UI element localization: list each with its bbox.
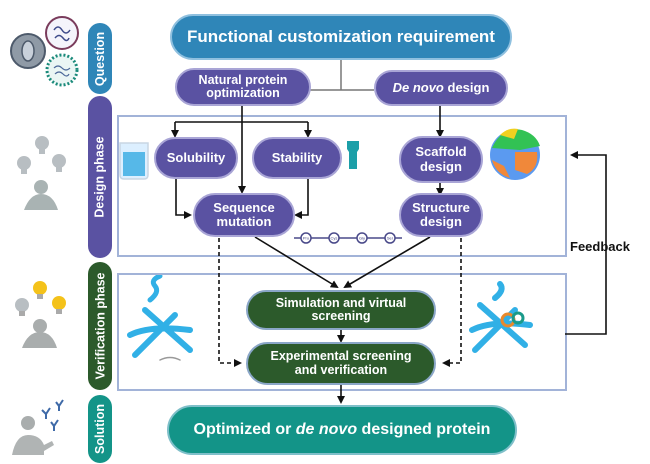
amino-acid-label: Pro	[303, 236, 310, 241]
arrow-structure-to-simulation	[343, 236, 431, 289]
node-natural-protein-optimization: Natural protein optimization	[175, 68, 311, 106]
node-text: mutation	[216, 214, 272, 229]
phase-label-solution: Solution	[88, 395, 112, 463]
design-phase-panel	[117, 115, 567, 257]
node-text: Sequence	[213, 199, 275, 215]
node-experimental-screening-verification: Experimental screening and verification	[246, 342, 436, 385]
amino-acid-gly	[356, 232, 368, 244]
node-text: design	[420, 158, 462, 174]
amino-acid-cys	[328, 232, 340, 244]
node-text: Stability	[271, 149, 323, 165]
amino-acid-ser	[384, 232, 396, 244]
node-text: Structure	[412, 199, 470, 215]
node-text: Functional customization requirement	[187, 26, 495, 46]
protein-ribbon-icon	[127, 273, 193, 361]
node-text: optimization	[206, 86, 280, 100]
node-text-italic: De novo	[392, 79, 444, 95]
phase-label-question: Question	[88, 23, 112, 94]
node-text: Scaffold	[415, 144, 467, 160]
node-text-italic: de novo	[295, 421, 358, 439]
tube-icon	[347, 141, 359, 169]
thinking-person-icon	[17, 136, 66, 210]
dashed-arrow-structure-to-experimental	[442, 238, 462, 367]
arrow-sequence-to-simulation	[254, 236, 339, 289]
amino-acid-chain: Pro Cys Gly Ser	[294, 232, 402, 244]
beaker-icon	[119, 142, 149, 180]
node-solubility: Solubility	[154, 137, 238, 179]
thinking-person-lit-icon	[15, 281, 66, 348]
node-functional-requirement: Functional customization requirement	[170, 14, 512, 60]
arrow-stability-to-sequence	[294, 178, 309, 219]
feedback-label: Feedback	[570, 239, 630, 254]
amino-acid-label: Ser	[387, 236, 394, 241]
node-de-novo-design: De novo design	[374, 70, 508, 106]
arrow-solubility-to-sequence	[175, 178, 192, 219]
dashed-arrow-sequence-to-experimental	[218, 238, 242, 367]
feedback-arrow	[565, 151, 607, 335]
phase-label-design: Design phase	[88, 96, 112, 258]
node-stability: Stability	[252, 137, 342, 179]
node-sequence-mutation: Sequence mutation	[193, 193, 295, 237]
node-optimized-protein: Optimized or de novo designed protein	[167, 405, 517, 455]
node-text: Optimized or	[193, 421, 296, 439]
node-scaffold-design: Scaffold design	[399, 136, 483, 183]
node-text: designed protein	[357, 421, 491, 439]
node-text: and verification	[294, 362, 388, 377]
node-text: design	[420, 214, 462, 229]
person-antibodies-icon	[12, 399, 64, 455]
phase-label-verification: Verification phase	[88, 262, 112, 390]
node-text: Natural protein	[198, 72, 288, 87]
node-structure-design: Structure design	[399, 193, 483, 237]
node-text: Solubility	[166, 149, 226, 165]
verification-phase-panel	[117, 273, 567, 391]
node-text: Experimental screening	[270, 349, 412, 363]
node-simulation-virtual-screening: Simulation and virtual screening	[246, 290, 436, 330]
question-split-connector	[307, 60, 374, 91]
node-text: design	[443, 79, 490, 95]
protein-surface-icon	[490, 128, 540, 180]
amino-acid-label: Gly	[359, 236, 365, 241]
node-text: Simulation and virtual	[275, 295, 407, 310]
node-text: screening	[311, 309, 371, 323]
amino-acid-label: Cys	[331, 236, 338, 241]
protein-ligand-icon	[469, 281, 533, 353]
virus-icon	[10, 16, 79, 87]
amino-acid-pro	[300, 232, 312, 244]
